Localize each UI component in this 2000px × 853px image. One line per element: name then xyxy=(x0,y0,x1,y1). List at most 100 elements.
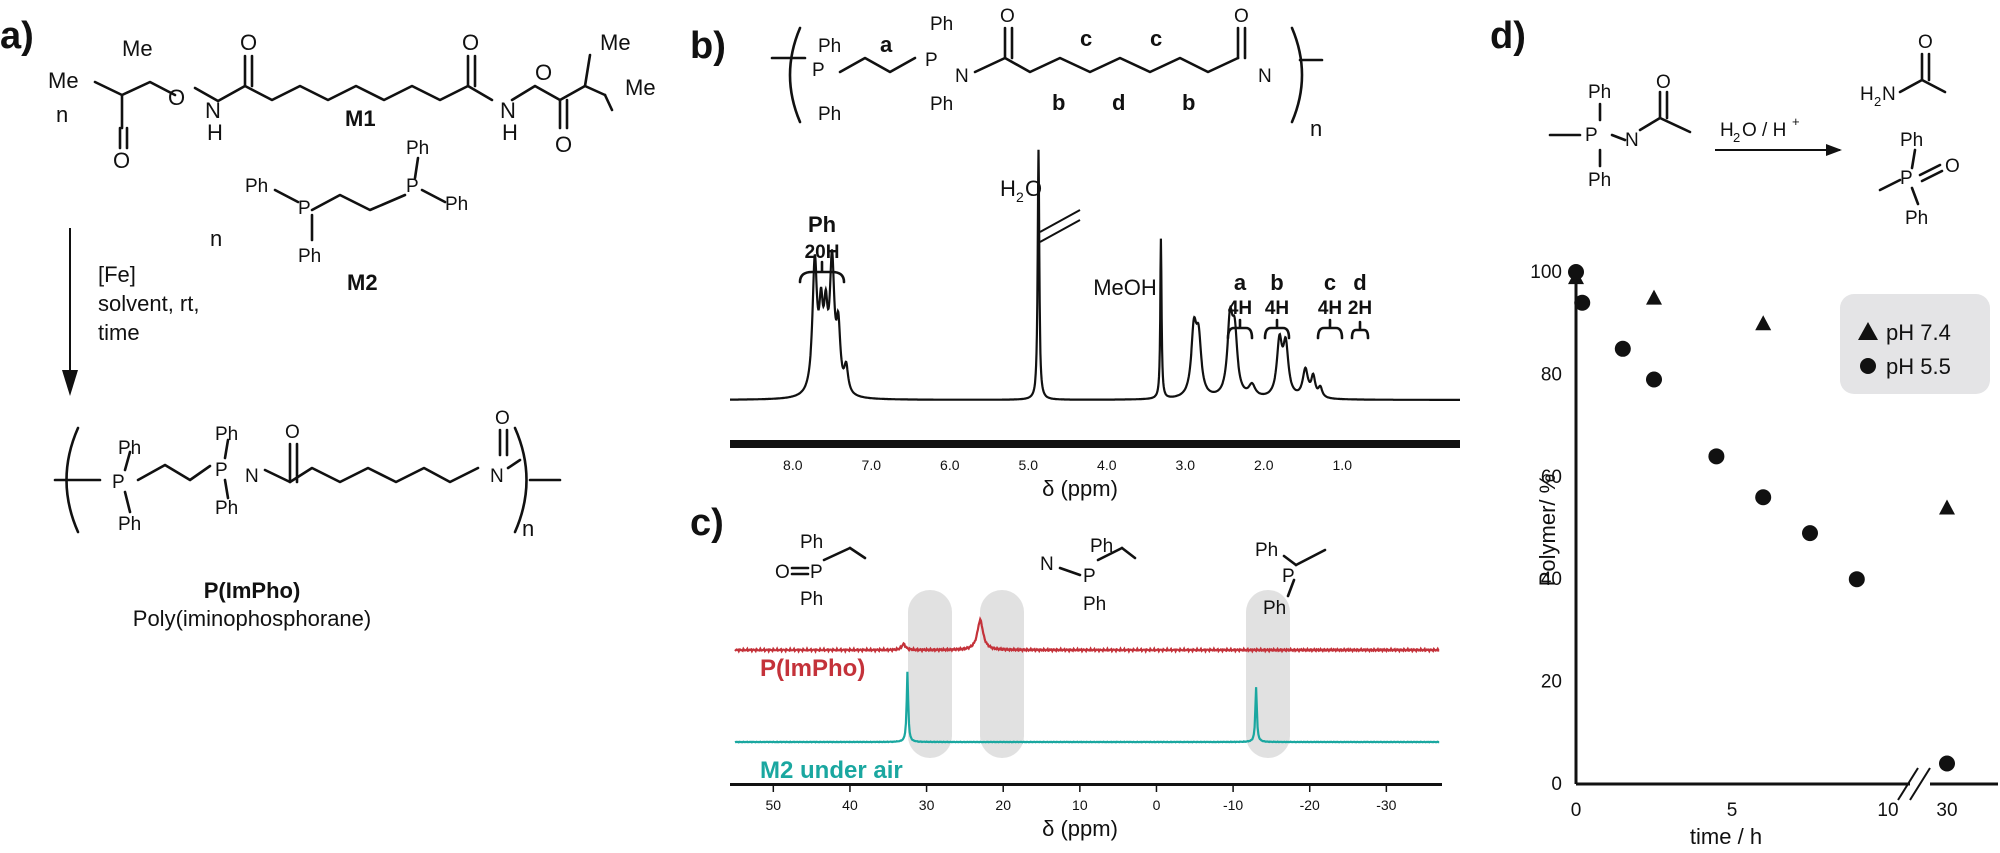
trace-label-m2: M2 under air xyxy=(760,757,903,784)
peak-label-ph: Ph xyxy=(808,212,836,237)
b-o-2: O xyxy=(1234,6,1249,27)
b-ph-2: Ph xyxy=(818,104,841,125)
site-c-2: c xyxy=(1150,26,1162,51)
panel-d: d) Ph P Ph N O H 2 O / H + H 2 xyxy=(1490,15,1998,849)
h1-nmr-trace xyxy=(730,149,1460,401)
legend-label-ph74: pH 7.4 xyxy=(1886,320,1951,345)
m1-label: M1 xyxy=(345,106,376,131)
svg-text:2: 2 xyxy=(1733,130,1740,145)
poly-o-2: O xyxy=(495,408,510,429)
m2-n-count: n xyxy=(210,226,222,251)
product-description: Poly(iminophosphorane) xyxy=(133,606,371,631)
c-ph-4: Ph xyxy=(1083,594,1106,615)
trace-label-pimpho: P(ImPho) xyxy=(760,655,865,682)
h1-nmr-xtick: 6.0 xyxy=(940,457,960,473)
peak-label-meoh: MeOH xyxy=(1093,275,1157,300)
phosphine-oxide-product: Ph P O Ph xyxy=(1878,130,1960,229)
point-ph55 xyxy=(1755,489,1772,506)
b-p-2: P xyxy=(925,50,938,71)
h1-nmr-axis-bar xyxy=(730,440,1460,448)
polymer-structure: Ph P Ph P Ph Ph N O O N n P(ImPho) Poly(… xyxy=(53,408,562,631)
bracket-ph xyxy=(798,260,846,284)
panel-b-label: b) xyxy=(690,25,726,67)
peak-integ-b: 4H xyxy=(1265,298,1289,319)
highlight-band-2 xyxy=(980,590,1024,758)
hydrolysis-arrowhead xyxy=(1826,144,1842,156)
b-n-count: n xyxy=(1310,116,1322,141)
point-ph55 xyxy=(1574,294,1591,311)
site-b-1: b xyxy=(1052,90,1065,115)
d-o-1: O xyxy=(1656,72,1671,93)
p31-xtick: 40 xyxy=(842,797,858,813)
d-n-1: N xyxy=(1625,130,1639,151)
c-n-1: N xyxy=(1040,554,1054,575)
m1-n-1: N xyxy=(205,98,221,123)
h1-nmr-xtick: 7.0 xyxy=(862,457,882,473)
h1-nmr-xtick: 2.0 xyxy=(1254,457,1274,473)
svg-text:Ph: Ph xyxy=(1905,208,1928,229)
b-o-1: O xyxy=(1000,6,1015,27)
panel-a: a) Me Me O O N H O O N H xyxy=(0,15,656,631)
h1-nmr-xtick: 1.0 xyxy=(1333,457,1353,473)
phosphine-structure: Ph P Ph xyxy=(1255,540,1327,619)
condition-solvent: solvent, rt, xyxy=(98,291,199,316)
svg-text:P: P xyxy=(1900,168,1913,189)
h1-nmr-xtick: 4.0 xyxy=(1097,457,1117,473)
site-c-1: c xyxy=(1080,26,1092,51)
m2-p-2: P xyxy=(406,176,419,197)
h1-nmr-xtick: 8.0 xyxy=(783,457,803,473)
amide-o: O xyxy=(1918,32,1933,53)
peak-labels-abcd: a 4H b 4H c 4H d 2H xyxy=(1228,270,1372,319)
m2-structure: Ph P Ph P Ph Ph n M2 xyxy=(210,138,468,295)
svg-text:+: + xyxy=(1792,114,1800,129)
x-axis-break-1 xyxy=(1897,767,1919,801)
c-ph-2: Ph xyxy=(800,589,823,610)
repeat-unit-structure: Ph P Ph P Ph Ph N O O N a b c d c b n xyxy=(770,6,1324,141)
c-ph-6: Ph xyxy=(1263,598,1286,619)
peak-label-h2o: H 2 O xyxy=(1000,176,1042,205)
legend-marker-circle xyxy=(1860,358,1876,374)
poly-n-1: N xyxy=(245,466,259,487)
poly-p-2: P xyxy=(215,460,228,481)
scatter-ytick: 40 xyxy=(1541,569,1562,590)
svg-text:H: H xyxy=(1000,176,1016,201)
m1-me-4: Me xyxy=(625,75,656,100)
scatter-ytick: 20 xyxy=(1541,672,1562,693)
m1-n-2: N xyxy=(500,98,516,123)
p31-axis-line xyxy=(730,783,1442,786)
scatter-xtick: 0 xyxy=(1571,800,1582,821)
m1-o-1: O xyxy=(168,85,185,110)
site-b-2: b xyxy=(1182,90,1195,115)
c-ph-5: Ph xyxy=(1255,540,1278,561)
poly-n-2: N xyxy=(490,466,504,487)
poly-ph-4: Ph xyxy=(215,498,238,519)
m2-ph-2: Ph xyxy=(298,246,321,267)
m1-o-3: O xyxy=(240,30,257,55)
m2-p-1: P xyxy=(298,198,311,219)
scatter-points xyxy=(1568,264,1955,772)
b-ph-1: Ph xyxy=(818,36,841,57)
m2-label: M2 xyxy=(347,270,378,295)
phosphine-oxide-structure: O P Ph Ph xyxy=(775,532,867,610)
panel-c: c) O P Ph Ph N P Ph Ph Ph xyxy=(690,502,1442,841)
p31-xtick: 0 xyxy=(1153,797,1161,813)
peak-integ-d: 2H xyxy=(1348,298,1372,319)
b-ph-4: Ph xyxy=(930,94,953,115)
axis-break-mark-1 xyxy=(1039,209,1081,233)
p31-xtick: -30 xyxy=(1376,797,1396,813)
c-p-1: P xyxy=(810,562,823,583)
scatter-legend: pH 7.4 pH 5.5 xyxy=(1840,294,1990,394)
svg-text:H: H xyxy=(1860,84,1874,105)
poly-p-1: P xyxy=(112,472,125,493)
p31-xtick: -20 xyxy=(1300,797,1320,813)
m1-h-1: H xyxy=(207,120,223,145)
svg-text:Ph: Ph xyxy=(1900,130,1923,151)
svg-text:2: 2 xyxy=(1874,94,1881,109)
product-name: P(ImPho) xyxy=(204,578,301,603)
b-p-1: P xyxy=(812,60,825,81)
condition-catalyst: [Fe] xyxy=(98,262,136,287)
m1-n-count: n xyxy=(56,102,68,127)
axis-break-mark-2 xyxy=(1039,219,1081,243)
